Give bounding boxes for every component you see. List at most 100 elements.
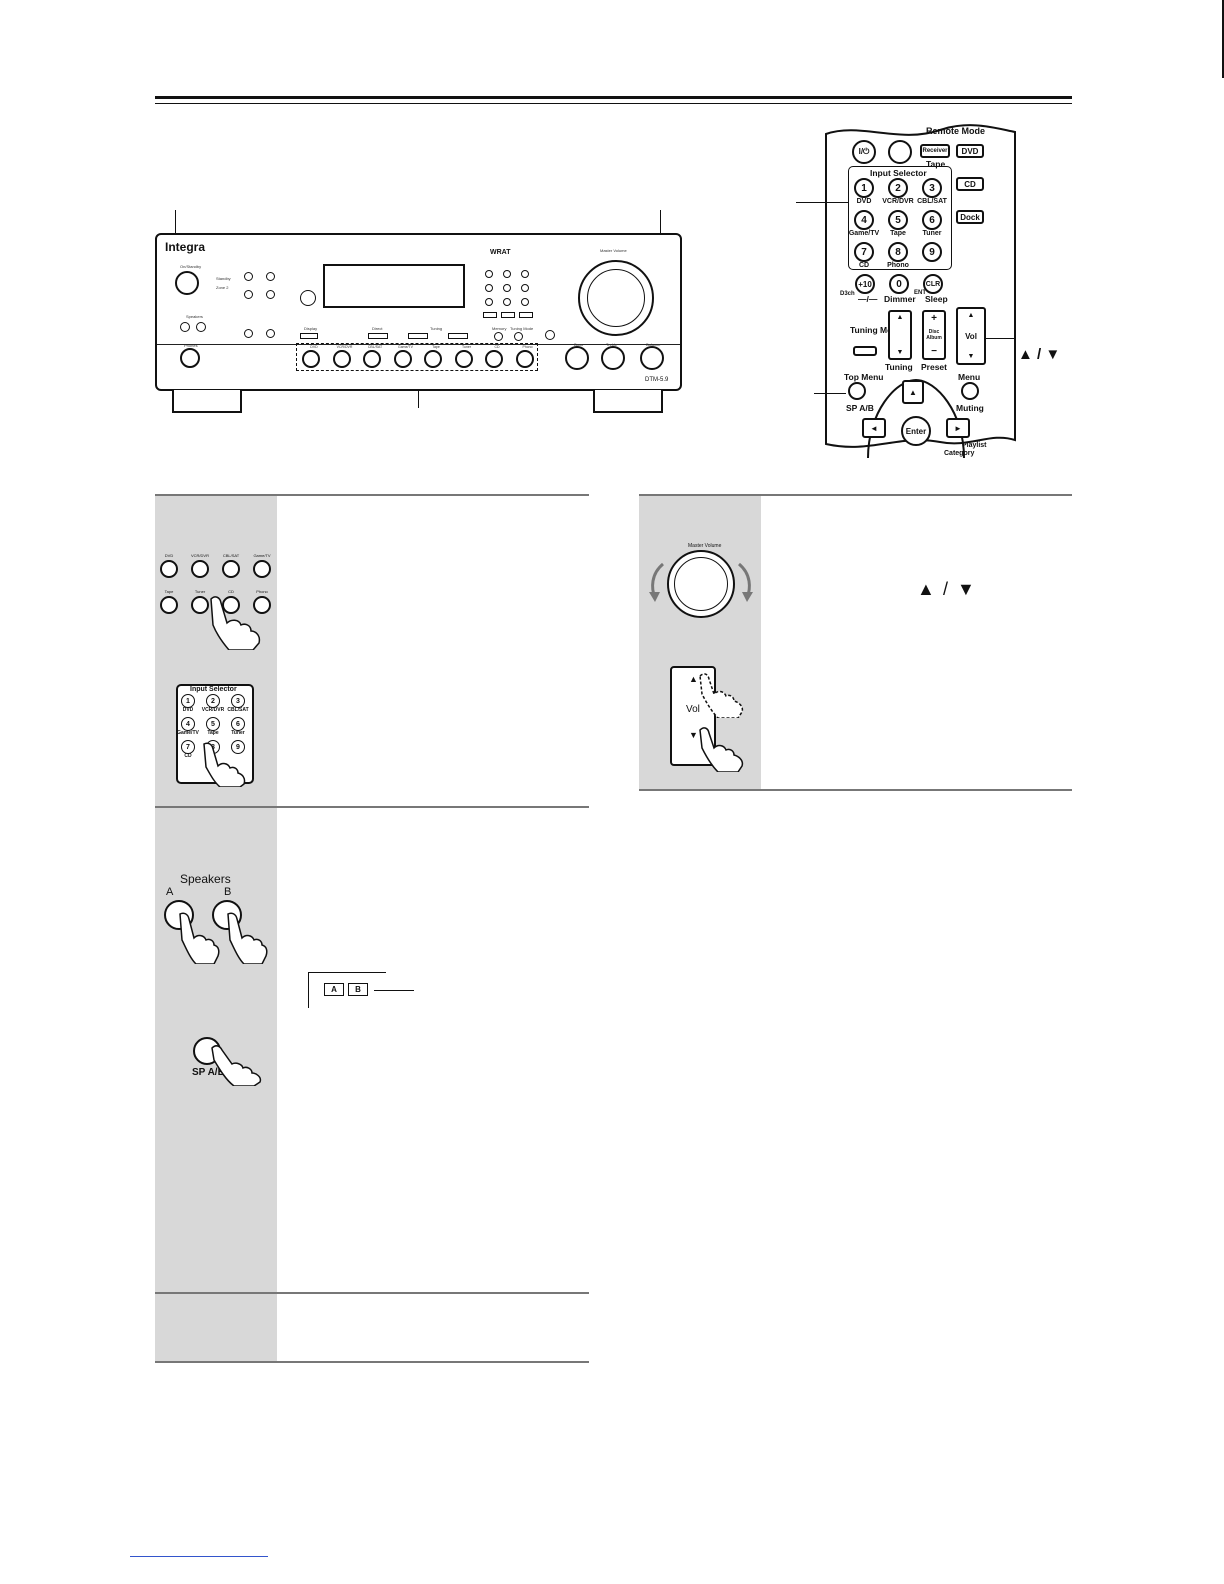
panel-small-button[interactable] <box>244 290 253 299</box>
input-selector-button[interactable] <box>160 560 178 578</box>
input-selector-group <box>296 343 538 371</box>
remote-outline <box>825 124 1016 448</box>
text-separator: / <box>943 579 949 599</box>
input-selector-button[interactable] <box>332 350 351 368</box>
input-selector-button[interactable] <box>363 350 381 368</box>
panel-small-button[interactable] <box>485 270 493 278</box>
input-selector-button[interactable] <box>302 350 320 368</box>
balance-knob[interactable] <box>640 346 664 370</box>
on-standby-button[interactable] <box>175 271 199 295</box>
input-button-label: Game/TV <box>398 345 413 349</box>
plus10-button[interactable]: +10 <box>855 274 875 294</box>
panel-rect-button[interactable] <box>519 312 533 318</box>
preset-label: Preset <box>921 362 947 372</box>
dpad-up-button[interactable]: ▲ <box>902 380 924 404</box>
panel-small-button[interactable] <box>244 272 253 281</box>
input-selector-button[interactable] <box>485 350 503 368</box>
tuning-down-button[interactable] <box>408 333 428 339</box>
number-1-button[interactable]: 1 <box>854 178 874 198</box>
dpad-left-button[interactable]: ◄ <box>862 418 886 438</box>
input-selector-button[interactable] <box>454 350 473 368</box>
zero-button[interactable]: 0 <box>889 274 909 294</box>
input-selector-button[interactable] <box>253 596 271 614</box>
number-4-button[interactable]: 4 <box>854 210 874 230</box>
tuning-mode-button[interactable] <box>853 346 877 356</box>
panel-small-button[interactable] <box>266 329 275 338</box>
tuning-rocker[interactable]: ▲ ▼ <box>888 310 912 360</box>
tuning-mode-button[interactable] <box>514 332 523 341</box>
number-2-button[interactable]: 2 <box>206 694 220 708</box>
power-button[interactable]: I/⏻ <box>852 140 876 164</box>
phones-jack[interactable] <box>180 348 200 368</box>
input-selector-button[interactable] <box>424 350 442 368</box>
number-7-button[interactable]: 7 <box>181 740 195 754</box>
input-selector-button[interactable] <box>191 560 209 578</box>
panel-rect-button[interactable] <box>501 312 515 318</box>
master-volume-label: Master Volume <box>600 248 627 253</box>
remote-round-button[interactable] <box>888 140 912 164</box>
number-2-button[interactable]: 2 <box>888 178 908 198</box>
panel-small-button[interactable] <box>266 272 275 281</box>
panel-small-button[interactable] <box>485 298 493 306</box>
input-selector-button[interactable] <box>222 596 240 614</box>
preset-rocker[interactable]: + Disc Album − <box>922 310 946 360</box>
zone2-led-label: Zone 2 <box>216 285 229 290</box>
panel-rect-button[interactable] <box>483 312 497 318</box>
indicator-callout-line <box>374 990 414 991</box>
step2-top-rule <box>155 806 589 808</box>
phones-label: Phones <box>184 343 198 348</box>
panel-small-button[interactable] <box>503 270 511 278</box>
tuning-up-button[interactable] <box>448 333 468 339</box>
dpad-right-button[interactable]: ► <box>946 418 970 438</box>
tape-mode-label: Tape <box>926 159 946 169</box>
panel-small-button[interactable] <box>521 298 529 306</box>
speakers-b-button[interactable] <box>196 322 206 332</box>
number-5-button[interactable]: 5 <box>888 210 908 230</box>
number-1-button[interactable]: 1 <box>181 694 195 708</box>
number-8-button[interactable]: 8 <box>888 242 908 262</box>
number-6-button[interactable]: 6 <box>922 210 942 230</box>
number-6-button[interactable]: 6 <box>231 717 245 731</box>
panel-small-button[interactable] <box>266 290 275 299</box>
number-4-button[interactable]: 4 <box>181 717 195 731</box>
panel-small-button[interactable] <box>485 284 493 292</box>
dvd-mode-button[interactable]: DVD <box>956 144 984 158</box>
input-selector-button[interactable] <box>253 560 271 578</box>
receiver-mode-button[interactable]: Receiver <box>920 144 950 158</box>
input-selector-button[interactable] <box>222 560 240 578</box>
bass-knob[interactable] <box>565 346 589 370</box>
menu-button[interactable] <box>961 382 979 400</box>
input-selector-button[interactable] <box>393 350 412 368</box>
input-selector-button[interactable] <box>515 350 534 368</box>
panel-small-button[interactable] <box>521 284 529 292</box>
panel-small-button[interactable] <box>521 270 529 278</box>
number-7-label: CD <box>184 753 192 759</box>
number-2-label: VCR/DVR <box>882 198 914 205</box>
panel-small-button[interactable] <box>503 298 511 306</box>
cd-mode-button[interactable]: CD <box>956 177 984 191</box>
input-selector-button[interactable] <box>160 596 178 614</box>
number-9-button[interactable]: 9 <box>231 740 245 754</box>
panel-small-button[interactable] <box>545 330 555 340</box>
top-menu-button[interactable] <box>848 382 866 400</box>
vol-rocker[interactable]: ▲ Vol ▼ <box>956 307 986 365</box>
number-3-button[interactable]: 3 <box>231 694 245 708</box>
step1-top-rule <box>155 494 589 496</box>
dock-mode-button[interactable]: Dock <box>956 210 984 224</box>
speakers-a-button[interactable] <box>180 322 190 332</box>
direct-button[interactable] <box>368 333 388 339</box>
number-5-button[interactable]: 5 <box>206 717 220 731</box>
input-selector-button[interactable] <box>191 596 209 614</box>
panel-small-button[interactable] <box>503 284 511 292</box>
memory-button[interactable] <box>494 332 503 341</box>
front-display <box>323 264 465 308</box>
number-7-button[interactable]: 7 <box>854 242 874 262</box>
number-3-button[interactable]: 3 <box>922 178 942 198</box>
display-button[interactable] <box>300 333 318 339</box>
panel-small-button[interactable] <box>244 329 253 338</box>
input-button-label: Phono <box>522 345 533 349</box>
treble-knob[interactable] <box>601 346 625 370</box>
enter-button[interactable]: Enter <box>901 416 931 446</box>
number-9-button[interactable]: 9 <box>922 242 942 262</box>
clr-button[interactable]: CLR <box>923 274 943 294</box>
